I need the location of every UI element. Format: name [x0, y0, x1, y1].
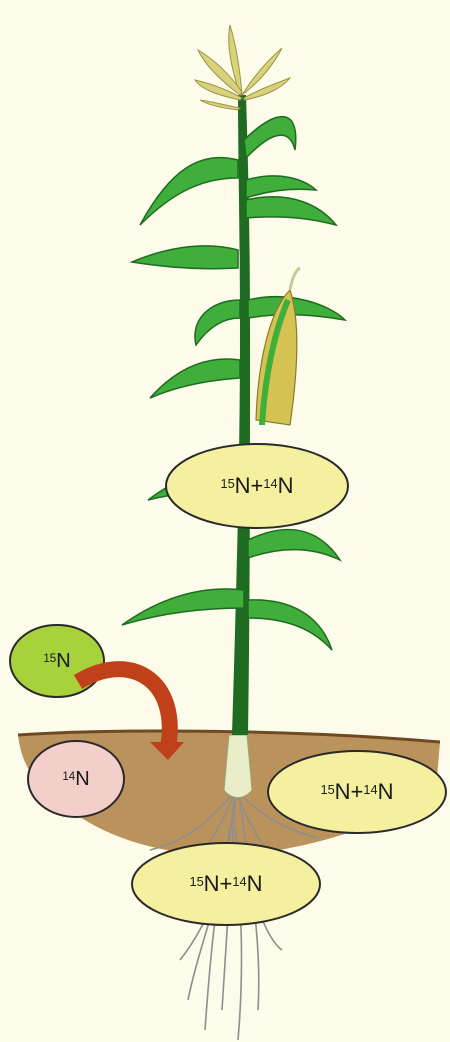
leaves [122, 117, 345, 650]
corn-cob [256, 268, 300, 425]
stem-base [224, 735, 252, 798]
